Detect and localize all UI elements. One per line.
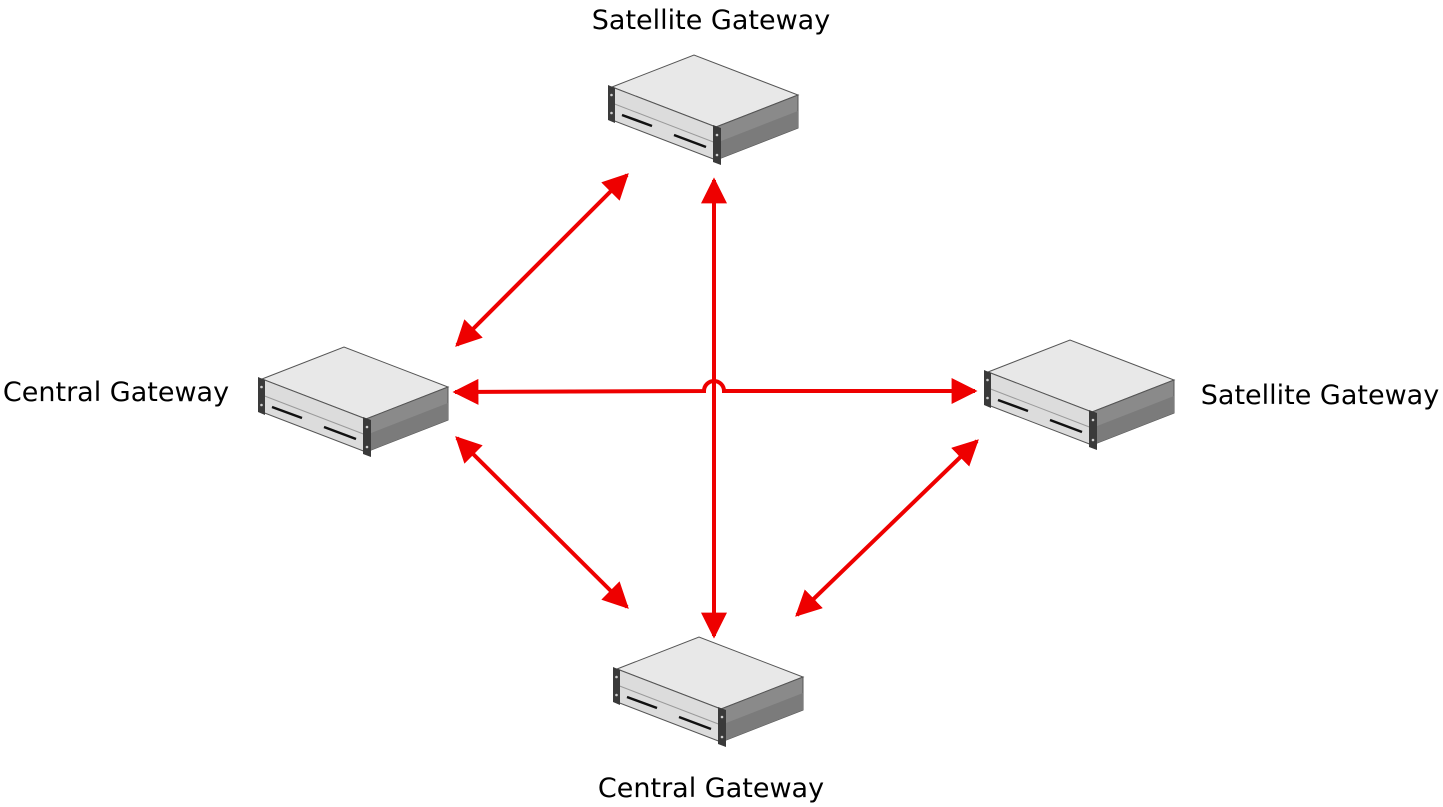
label-bottom: Central Gateway	[598, 773, 824, 804]
label-left: Central Gateway	[3, 377, 229, 408]
rack-server-icon	[256, 345, 450, 459]
link-left-bottom	[455, 436, 629, 609]
label-right: Satellite Gateway	[1201, 380, 1439, 411]
connections	[452, 173, 979, 639]
rack-server-icon	[606, 53, 800, 167]
rack-server-icon	[611, 635, 805, 749]
label-top: Satellite Gateway	[592, 5, 830, 36]
rack-server-icon	[982, 338, 1176, 452]
server-right	[982, 338, 1176, 452]
server-left	[256, 345, 450, 459]
server-bottom	[611, 635, 805, 749]
link-left-top	[455, 173, 629, 347]
link-bottom-right	[795, 439, 979, 617]
link-left-right	[452, 378, 978, 405]
server-top	[606, 53, 800, 167]
